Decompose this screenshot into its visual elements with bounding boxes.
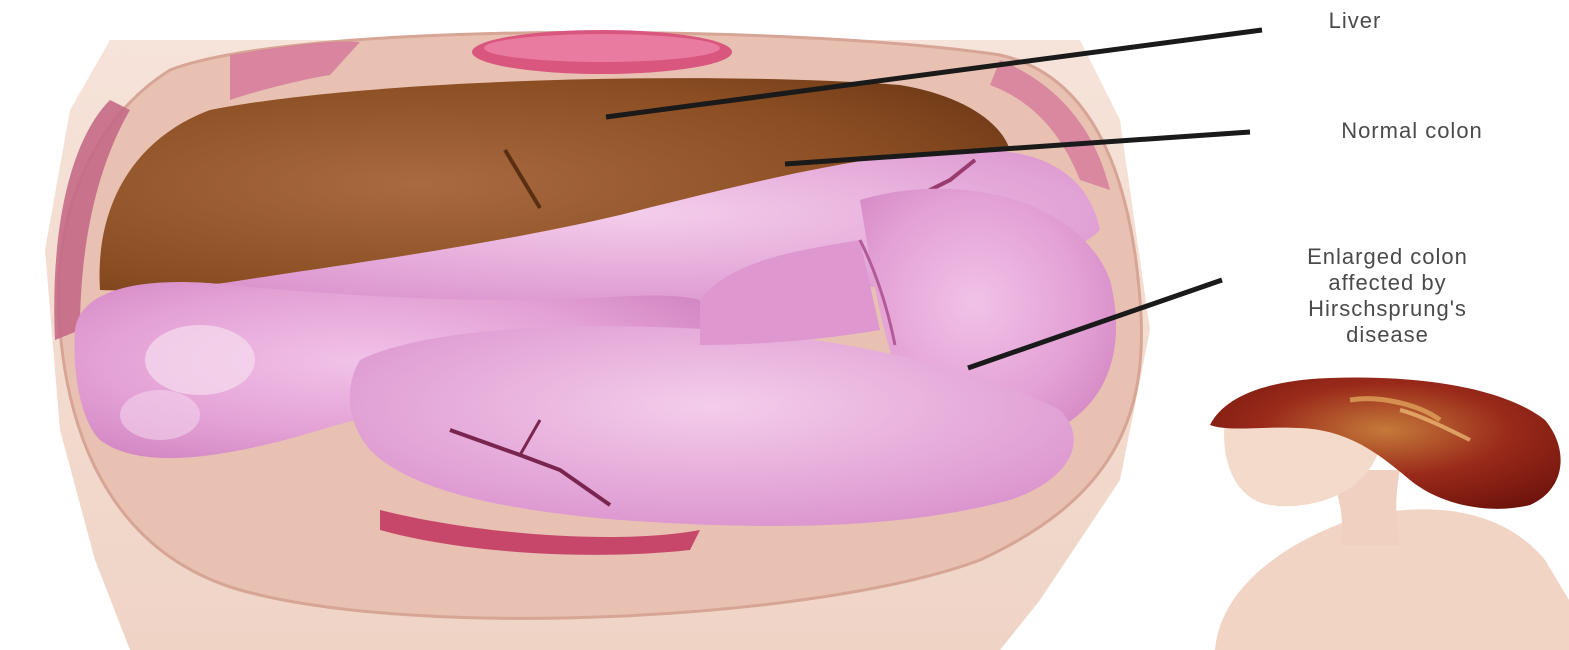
label-enlarged-colon: Enlarged colon affected by Hirschsprung'… bbox=[1215, 244, 1560, 348]
label-normal-colon-text: Normal colon bbox=[1341, 118, 1483, 143]
label-normal-colon: Normal colon bbox=[1262, 118, 1562, 144]
label-enlarged-colon-line-1: Enlarged colon bbox=[1215, 244, 1560, 270]
stomach-top bbox=[472, 30, 732, 74]
label-enlarged-colon-line-3: Hirschsprung's bbox=[1215, 296, 1560, 322]
label-enlarged-colon-line-2: affected by bbox=[1215, 270, 1560, 296]
label-liver: Liver bbox=[1270, 8, 1440, 34]
child-figure bbox=[1210, 377, 1569, 650]
label-liver-text: Liver bbox=[1329, 8, 1382, 33]
label-enlarged-colon-line-4: disease bbox=[1215, 322, 1560, 348]
